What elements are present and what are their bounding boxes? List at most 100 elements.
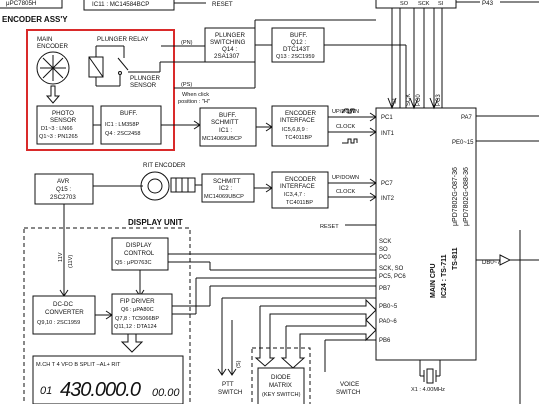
encoder-arrow [45,85,61,104]
plunger-sensor-label-2: SENSOR [130,82,157,89]
cpu-pin-left-2: PC7 [381,181,393,187]
encoder-interface-2-l3: IC3,4,7 : [284,192,306,198]
voice-switch-l2: SWITCH [336,389,360,396]
encoder-interface-1-l2: INTERFACE [280,117,315,124]
display-control-box [111,237,169,271]
encoder-interface-2-l2: INTERFACE [280,183,315,190]
diode-matrix-box [257,367,305,404]
cpu-pin-left-11: PA0~6 [379,319,397,325]
ps-label: (PS) [181,82,192,88]
dc-dc-l1: DC-DC [53,301,73,308]
main-encoder-icon [36,51,70,85]
encoder-interface-1-box [271,105,329,147]
pc7805-label: μPC7805H [6,0,36,7]
when-click-2: position : "H" [178,99,210,105]
cpu-pin-top-3: PC3 [436,94,442,106]
when-click-1: When click [182,92,209,98]
ptt-switch-l1: PTT [222,381,234,388]
cpu-pin-left-5: SO [379,247,388,253]
main-encoder-label-2: ENCODER [37,43,68,50]
cpu-line4: μPD7802G-087-36 [452,167,459,226]
cpu-pin-left-3: INT2 [381,196,395,202]
v11b-label: (11V) [68,255,74,268]
photo-sensor-l1: PHOTO [52,110,74,117]
voice-switch-l1: VOICE [340,381,359,388]
avr-box [34,173,94,205]
xtal-label: X1 : 4.00MHz [411,387,445,393]
photo-sensor-box [36,105,94,145]
p43-label: P43 [482,0,494,7]
photo-sensor-l3: D1~3 : LN66 [41,126,73,132]
dc-dc-l2: CONVERTER [45,309,84,316]
reset-cpu-label: RESET [320,224,339,230]
encoder-interface-2-box [271,171,329,209]
fip-driver-l4: Q11,12 : DTA124 [114,324,157,330]
buff-q12-l3: DTC143T [283,46,310,53]
cpu-pin-left-6: PC0 [379,255,391,261]
schmitt-ic2-box [201,173,255,203]
clock-2-label: CLOCK [336,189,356,195]
fip-driver-box [111,293,173,335]
fip-driver-l2: Q6 : μPA80C [121,307,154,313]
dc-dc-l3: Q9,10 : 2SC1959 [37,320,80,326]
reset-top-label: RESET [212,1,233,8]
cpu-pin-left-1: INT1 [381,131,395,137]
ic11-label: IC11 : MC14584BCP [92,1,149,8]
encoder-interface-1-l4: TC4011BP [285,135,312,141]
diode-matrix-l3: (KEY SWITCH) [262,392,301,398]
plunger-switching-l3: Q14 : [222,46,237,53]
encoder-interface-1-l1: ENCODER [285,110,316,117]
rit-encoder-icon [140,171,170,201]
schmitt-ic2-l3: MC14069UBCP [204,194,244,200]
plunger-switching-l1: PLUNGER [215,32,245,39]
buff-q12-l1: BUFF. [290,32,307,39]
s-label: (S) [236,360,242,368]
v11-label: 11V [58,252,64,262]
buff-schmitt-l4: MC14069UBCP [202,136,242,142]
lcd-indicators: M.CH T 4 VFO B SPLIT –AL+ RIT [36,362,121,368]
buff-schmitt-box [199,107,257,147]
plunger-switching-box [204,27,256,63]
encoder-assy-outline [26,29,175,151]
cpu-line3: TS-811 [452,247,459,270]
cpu-pin-top-2: PC0 [416,94,422,106]
lcd-main-digits: 430.000.0 [60,379,141,401]
buff-q12-box [271,27,325,63]
buff-ic1-l2: IC1 : LM358P [105,122,139,128]
avr-l1: AVR [57,178,70,185]
svg-text:SI: SI [438,1,444,7]
pc7805-box [0,0,63,9]
main-cpu-box [375,107,477,361]
cpu-pin-left-7: SCK, SO [379,266,404,272]
encoder-assy-title: ENCODER ASS'Y [2,15,68,24]
crystal-icon [426,368,434,384]
ptt-switch-l2: SWITCH [218,389,242,396]
bus-pb0-5 [260,298,377,350]
buff-q12-l2: Q12 : [291,39,306,46]
lcd-small-digits: 00.00 [152,387,180,399]
key-matrix-outline [251,347,311,404]
plunger-sensor-label-1: PLUNGER [130,75,160,82]
buff-ic1-box [100,105,162,145]
cpu-pin-right-1: PE0~15 [452,140,474,146]
schmitt-ic2-l2: IC2 : [219,185,232,192]
fip-driver-l1: FIP DRIVER [120,298,155,305]
avr-l3: 2SC2703 [50,194,76,201]
buff-ic1-l3: Q4 : 2SC2458 [105,131,140,137]
cpu-line5: μPD7802G-088-36 [463,167,470,226]
lcd-left-glyphs: 01 [40,385,52,397]
cpu-pin-left-0: PC1 [381,115,393,121]
buff-schmitt-l2: SCHMITT [211,119,239,126]
plunger-switch [117,57,129,71]
diode-matrix-l1: DIODE [271,374,291,381]
svg-text:SCK: SCK [418,1,430,7]
cpu-line2: IC24 : TS-711 [441,254,448,298]
rit-encoder-label: RIT ENCODER [143,162,186,169]
buff-schmitt-l1: BUFF. [219,112,236,119]
cpu-pin-left-10: PB0~5 [379,304,398,310]
cpu-pin-left-12: PB6 [379,338,391,344]
cpu-pin-left-8: PC5, PC6 [379,274,406,280]
fip-display [32,355,184,404]
main-encoder-label-1: MAIN [37,36,52,43]
